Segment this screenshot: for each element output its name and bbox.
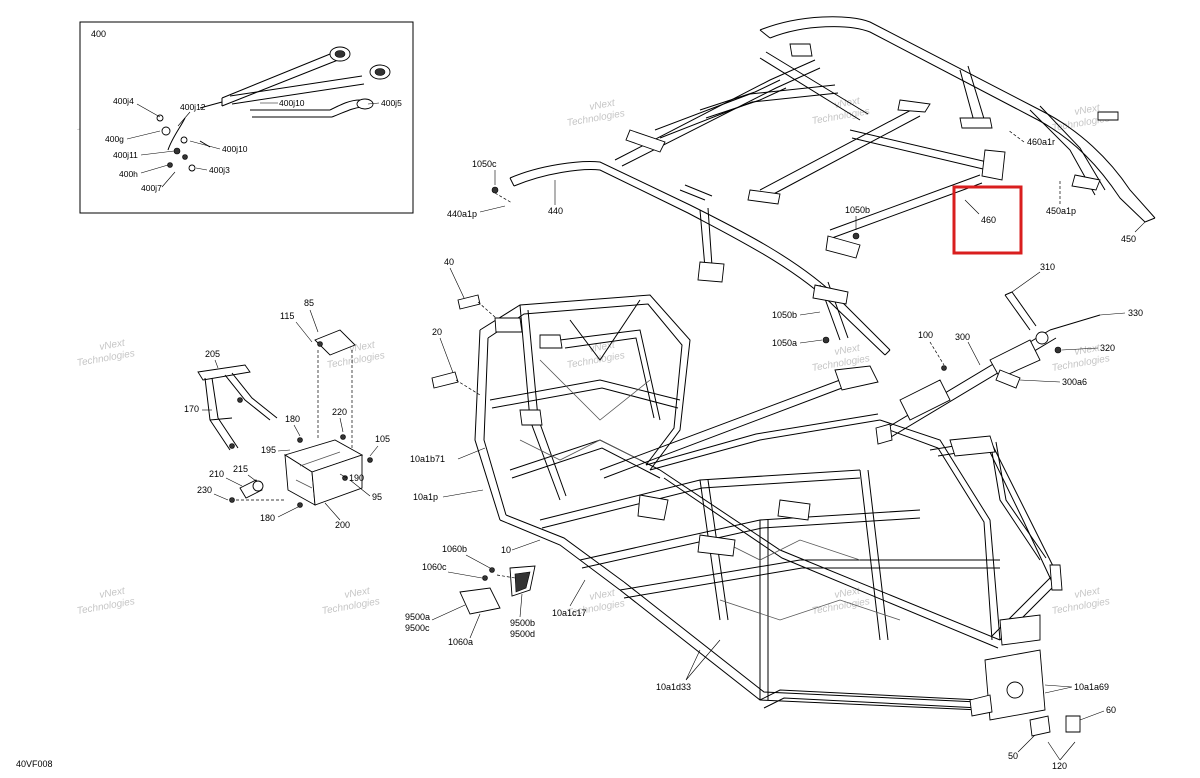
callout-195: 195 (261, 445, 276, 455)
callout-170: 170 (184, 404, 199, 414)
callout-9500d: 9500d (510, 629, 535, 639)
inset-frame (79, 21, 414, 214)
watermark-line1: vNext (1074, 585, 1102, 600)
callout-400j7: 400j7 (141, 183, 162, 193)
callout-1050b-mid: 1050b (772, 310, 797, 320)
watermark-line1: vNext (834, 585, 862, 600)
watermark-line1: vNext (344, 585, 372, 600)
callout-450a1p: 450a1p (1046, 206, 1076, 216)
roll-cage-assembly (509, 16, 1156, 356)
watermark-line1: vNext (834, 95, 862, 110)
battery-tray-assembly: 205 170 85 115 180 220 195 105 210 215 2… (184, 298, 390, 530)
front-bracket-assembly: 1060b 1060c 9500a 9500c 1060a 9500b 9500… (405, 544, 536, 647)
callout-20: 20 (432, 327, 442, 337)
callout-400j3: 400j3 (209, 165, 230, 175)
watermark: vNext Technologies (566, 339, 626, 371)
watermark-line1: vNext (99, 585, 127, 600)
callout-9500a: 9500a (405, 612, 430, 622)
callout-450: 450 (1121, 234, 1136, 244)
watermark: vNext Technologies (811, 585, 871, 617)
callout-50: 50 (1008, 751, 1018, 761)
callout-180-bottom: 180 (260, 513, 275, 523)
callout-1060c: 1060c (422, 562, 447, 572)
highlight-box-460 (952, 185, 1023, 255)
callout-205: 205 (205, 349, 220, 359)
callout-400h: 400h (119, 169, 138, 179)
main-frame-callouts: 40 20 10a1b71 10a1p 10 10a1c17 10a1d33 1… (410, 257, 1116, 771)
callout-330: 330 (1128, 308, 1143, 318)
main-frame-assembly (474, 294, 1063, 721)
callout-95: 95 (372, 492, 382, 502)
callout-460: 460 (981, 215, 996, 225)
callout-10: 10 (501, 545, 511, 555)
callout-1060b: 1060b (442, 544, 467, 554)
callout-9500c: 9500c (405, 623, 430, 633)
callout-10a1b71: 10a1b71 (410, 454, 445, 464)
callout-210: 210 (209, 469, 224, 479)
steering-column-assembly: 310 330 100 300 320 300a6 (875, 262, 1143, 445)
callout-190: 190 (349, 473, 364, 483)
callout-115: 115 (280, 311, 294, 321)
callout-320: 320 (1100, 343, 1115, 353)
watermark-line1: vNext (589, 97, 617, 112)
callout-460a1r: 460a1r (1027, 137, 1055, 147)
callout-105: 105 (375, 434, 390, 444)
watermark: vNext Technologies (566, 97, 626, 129)
callout-400j10-bottom: 400j10 (222, 144, 248, 154)
watermark-line1: vNext (99, 337, 127, 352)
figure-code: 40VF008 (16, 759, 53, 769)
callout-310: 310 (1040, 262, 1055, 272)
watermark-line1: vNext (349, 339, 377, 354)
callout-180-top: 180 (285, 414, 300, 424)
callout-40: 40 (444, 257, 454, 267)
callout-440: 440 (548, 206, 563, 216)
watermark-line1: vNext (1074, 102, 1102, 117)
callout-10a1c17: 10a1c17 (552, 608, 587, 618)
watermark: vNext Technologies (321, 585, 381, 617)
callout-1050b-top: 1050b (845, 205, 870, 215)
callout-200: 200 (335, 520, 350, 530)
watermark-line1: vNext (834, 342, 862, 357)
callout-1050a: 1050a (772, 338, 797, 348)
callout-400j4: 400j4 (113, 96, 134, 106)
watermark: vNext Technologies (811, 95, 871, 127)
callout-440a1p: 440a1p (447, 209, 477, 219)
callout-215: 215 (233, 464, 248, 474)
callout-400j5: 400j5 (381, 98, 402, 108)
callout-230: 230 (197, 485, 212, 495)
callout-400g: 400g (105, 134, 124, 144)
callout-10a1a69: 10a1a69 (1074, 682, 1109, 692)
inset-linkage (156, 46, 391, 172)
watermark: vNext Technologies (76, 337, 136, 369)
callout-9500b: 9500b (510, 618, 535, 628)
callout-60: 60 (1106, 705, 1116, 715)
callout-1060a: 1060a (448, 637, 473, 647)
watermark-line1: vNext (589, 587, 617, 602)
inset-detail-400: 400 400j4 400j12 (79, 21, 414, 214)
callout-400j10-top: 400j10 (279, 98, 305, 108)
watermark: vNext Technologies (76, 585, 136, 617)
callout-220: 220 (332, 407, 347, 417)
callout-1050c: 1050c (472, 159, 497, 169)
callout-400j11: 400j11 (113, 150, 138, 160)
watermark-line1: vNext (1074, 342, 1102, 357)
callout-100: 100 (918, 330, 933, 340)
callout-300: 300 (955, 332, 970, 342)
inset-label: 400 (91, 29, 106, 39)
roll-cage-callouts: 1050c 440a1p 440 1050b 460a1r 450a1p 450… (447, 129, 1146, 255)
callout-10a1p: 10a1p (413, 492, 438, 502)
callout-300a6: 300a6 (1062, 377, 1087, 387)
callout-85: 85 (304, 298, 314, 308)
callout-120: 120 (1052, 761, 1067, 771)
callout-10a1d33: 10a1d33 (656, 682, 691, 692)
callout-400j12: 400j12 (180, 102, 206, 112)
